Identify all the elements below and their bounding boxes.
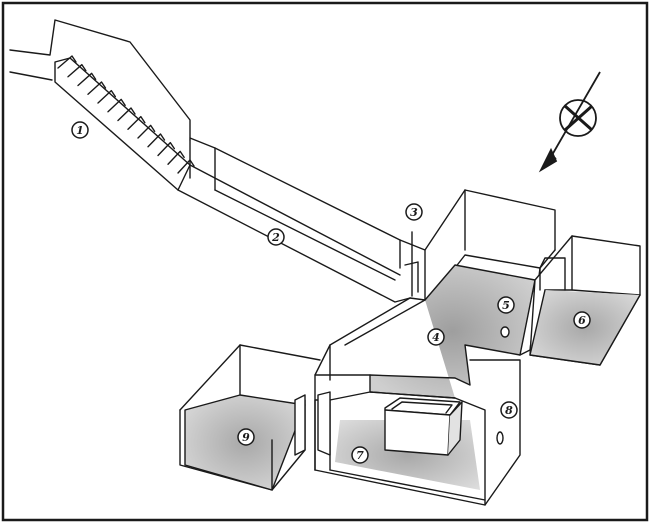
- label-circle: [237, 428, 255, 446]
- label-7: 7: [351, 446, 369, 464]
- label-circle: [500, 401, 518, 419]
- entrance-stairway: [9, 19, 195, 191]
- burial-chamber: [314, 359, 521, 506]
- stair-step: [137, 124, 156, 139]
- label-number: 3: [410, 206, 418, 219]
- compass-north-arrow-icon: [538, 71, 601, 173]
- label-3: 3: [405, 203, 423, 221]
- label-circle: [405, 203, 423, 221]
- stair-step: [157, 141, 176, 157]
- label-number: 8: [505, 404, 513, 417]
- sarcophagus: [384, 397, 463, 456]
- label-2: 2: [267, 228, 285, 246]
- shaft-doorway: [399, 231, 426, 301]
- stair-step: [57, 55, 77, 69]
- stair-step: [107, 98, 126, 113]
- label-circle: [267, 228, 285, 246]
- stair-step: [147, 133, 166, 148]
- label-number: 1: [76, 124, 84, 137]
- label-number: 9: [242, 431, 250, 444]
- label-circle: [71, 121, 89, 139]
- stair-step: [97, 89, 117, 104]
- label-number: 5: [502, 299, 510, 312]
- stair-step: [87, 81, 107, 95]
- pit-hole: [500, 326, 510, 338]
- label-circle: [351, 446, 369, 464]
- label-8: 8: [500, 401, 518, 419]
- stair-step: [77, 72, 97, 87]
- label-number: 4: [432, 331, 440, 344]
- label-1: 1: [71, 121, 89, 139]
- label-circle: [573, 311, 591, 329]
- label-circle: [427, 328, 445, 346]
- label-circle: [497, 296, 515, 314]
- stair-step: [67, 63, 87, 78]
- upper-chamber: [369, 189, 556, 399]
- wall-niche: [496, 431, 504, 445]
- label-number: 6: [578, 314, 586, 327]
- stair-steps: [57, 55, 195, 174]
- stair-step: [127, 115, 146, 130]
- label-6: 6: [573, 311, 591, 329]
- label-5: 5: [497, 296, 515, 314]
- label-4: 4: [427, 328, 445, 346]
- label-9: 9: [237, 428, 255, 446]
- label-number: 7: [356, 449, 364, 462]
- stair-step: [117, 107, 136, 122]
- label-number: 2: [271, 231, 280, 244]
- stair-step: [167, 150, 185, 165]
